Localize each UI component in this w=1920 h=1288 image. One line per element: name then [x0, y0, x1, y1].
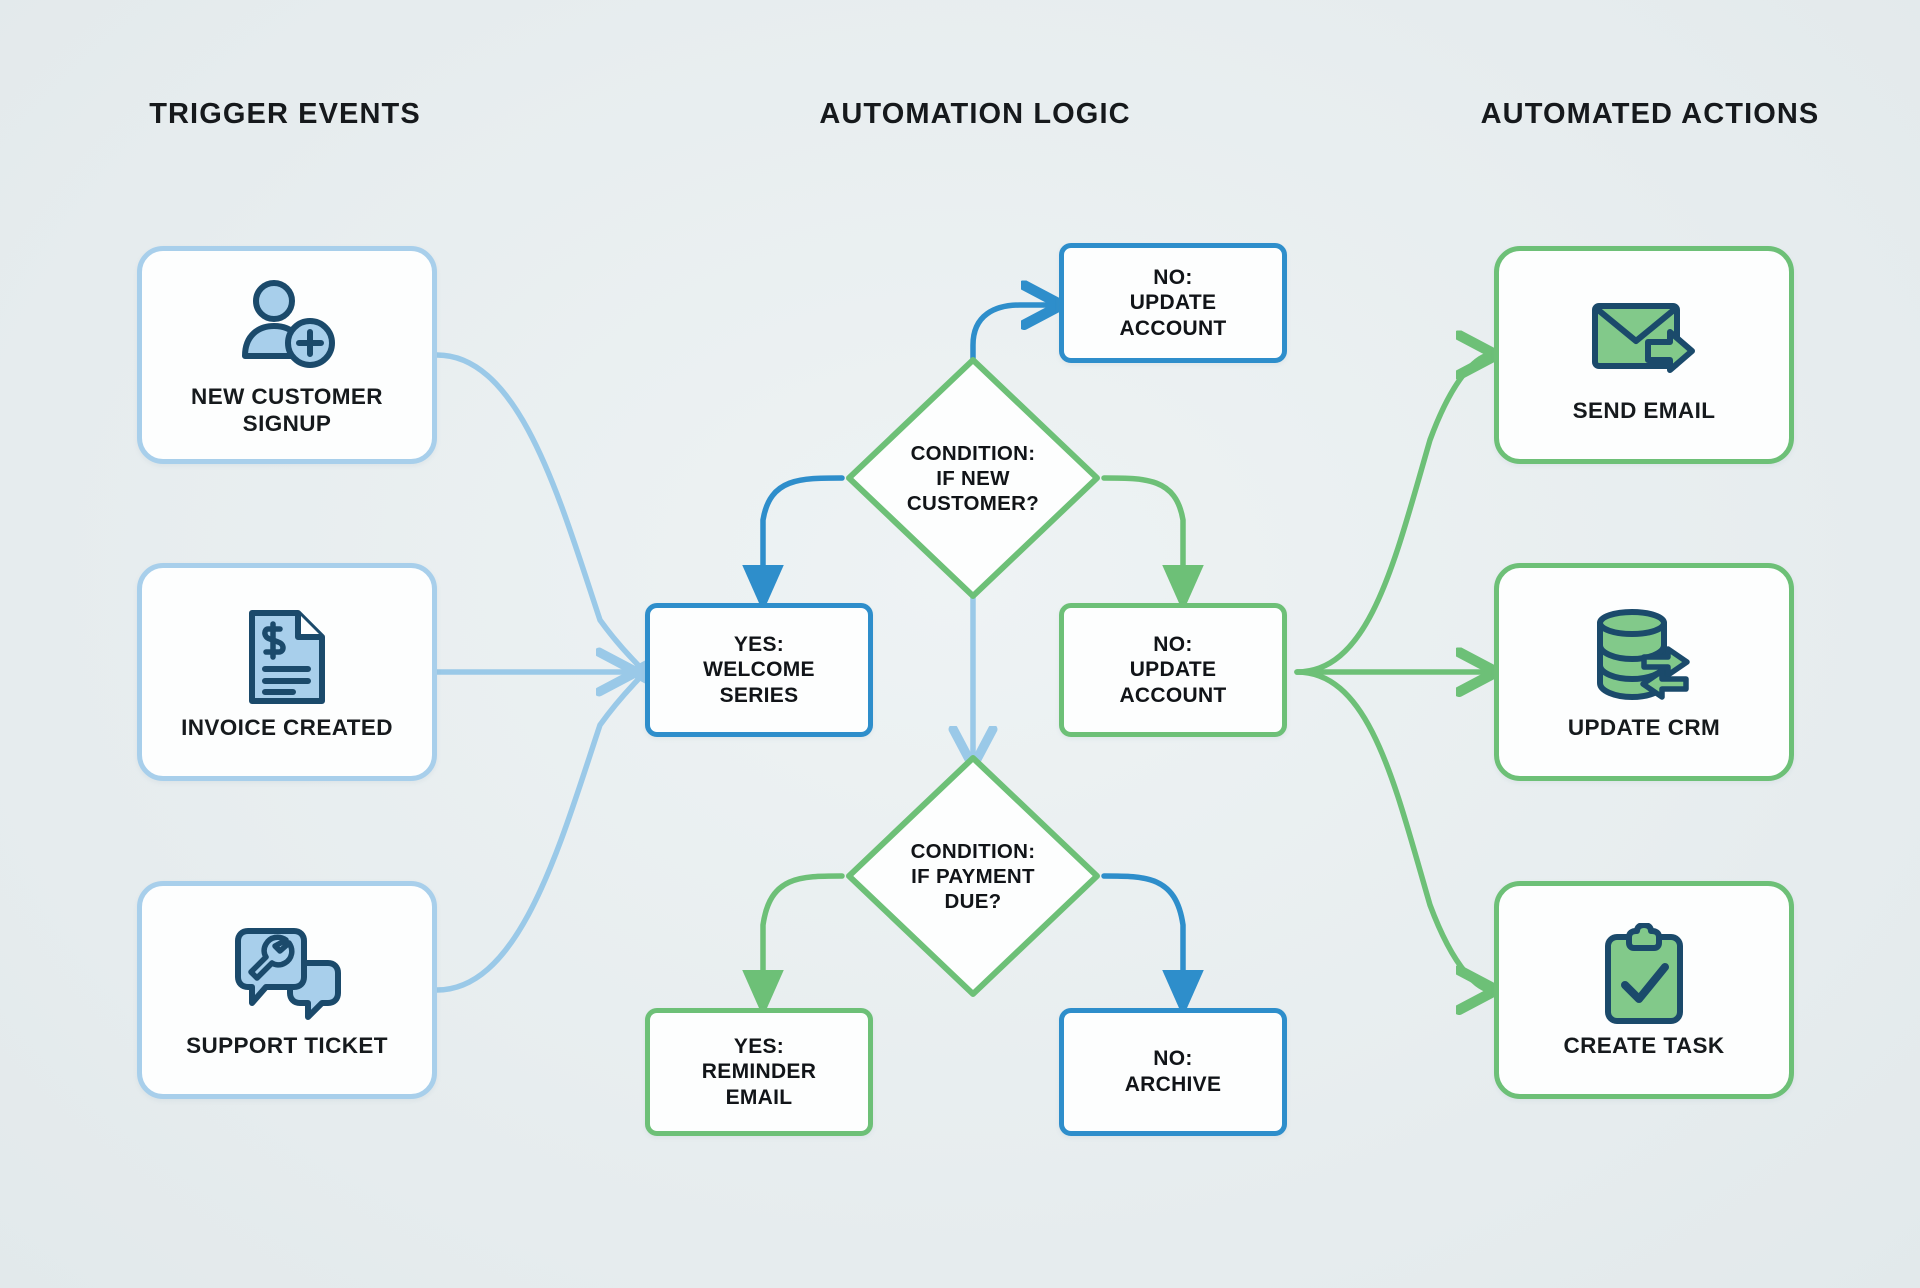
condition-diamond-if-payment-due[interactable]: CONDITION: IF PAYMENT DUE? — [842, 751, 1104, 1001]
trigger-card-support-ticket[interactable]: SUPPORT TICKET — [137, 881, 437, 1099]
condition-diamond-if-new-customer[interactable]: CONDITION: IF NEW CUSTOMER? — [842, 353, 1104, 603]
diamond-shape — [846, 755, 1100, 997]
column-title-triggers: TRIGGER EVENTS — [149, 98, 421, 130]
wire-cond2-to-yes-reminder — [742, 873, 845, 1018]
trigger-label: NEW CUSTOMER SIGNUP — [191, 384, 383, 436]
logic-box-no-update-account-top[interactable]: NO: UPDATE ACCOUNT — [1059, 243, 1287, 363]
trigger-card-new-customer-signup[interactable]: NEW CUSTOMER SIGNUP — [137, 246, 437, 464]
action-label: CREATE TASK — [1563, 1032, 1725, 1058]
support-chat-wrench-icon — [232, 921, 342, 1029]
logic-box-yes-reminder-email[interactable]: YES: REMINDER EMAIL — [645, 1008, 873, 1136]
logic-box-yes-welcome-series[interactable]: YES: WELCOME SERIES — [645, 603, 873, 737]
trigger-label: SUPPORT TICKET — [186, 1032, 388, 1058]
wire-cond1-to-yes-welcome — [742, 475, 845, 613]
invoice-document-icon — [244, 603, 330, 711]
logic-box-label: YES: WELCOME SERIES — [703, 632, 815, 707]
database-sync-icon — [1588, 603, 1700, 711]
envelope-arrow-icon — [1588, 286, 1700, 394]
wire-cond1-to-no-update-top — [970, 305, 1055, 440]
logic-box-no-archive[interactable]: NO: ARCHIVE — [1059, 1008, 1287, 1136]
wire-cond2-to-no-archive — [1101, 873, 1204, 1018]
trigger-to-logic-wires — [434, 352, 643, 993]
user-plus-icon — [234, 272, 340, 380]
column-title-logic: AUTOMATION LOGIC — [819, 98, 1131, 130]
action-card-send-email[interactable]: SEND EMAIL — [1494, 246, 1794, 464]
action-label: UPDATE CRM — [1567, 714, 1721, 740]
action-label: SEND EMAIL — [1572, 397, 1716, 423]
logic-box-label: NO: ARCHIVE — [1124, 1047, 1222, 1096]
logic-box-no-update-account-mid[interactable]: NO: UPDATE ACCOUNT — [1059, 603, 1287, 737]
action-card-create-task[interactable]: CREATE TASK — [1494, 881, 1794, 1099]
trigger-card-invoice-created[interactable]: INVOICE CREATED — [137, 563, 437, 781]
action-card-update-crm[interactable]: UPDATE CRM — [1494, 563, 1794, 781]
diamond-shape — [846, 357, 1100, 599]
logic-to-action-wires — [1294, 355, 1490, 990]
column-title-actions: AUTOMATED ACTIONS — [1480, 98, 1820, 130]
wire-cond1-to-no-update-mid — [1101, 475, 1204, 613]
condition-label: CONDITION: IF PAYMENT DUE? — [910, 839, 1036, 913]
logic-box-label: NO: UPDATE ACCOUNT — [1119, 265, 1227, 340]
trigger-label: INVOICE CREATED — [181, 714, 393, 740]
logic-box-label: YES: REMINDER EMAIL — [701, 1034, 817, 1109]
condition-label: CONDITION: IF NEW CUSTOMER? — [906, 441, 1040, 515]
clipboard-check-icon — [1598, 921, 1690, 1029]
logic-box-label: NO: UPDATE ACCOUNT — [1119, 632, 1227, 707]
